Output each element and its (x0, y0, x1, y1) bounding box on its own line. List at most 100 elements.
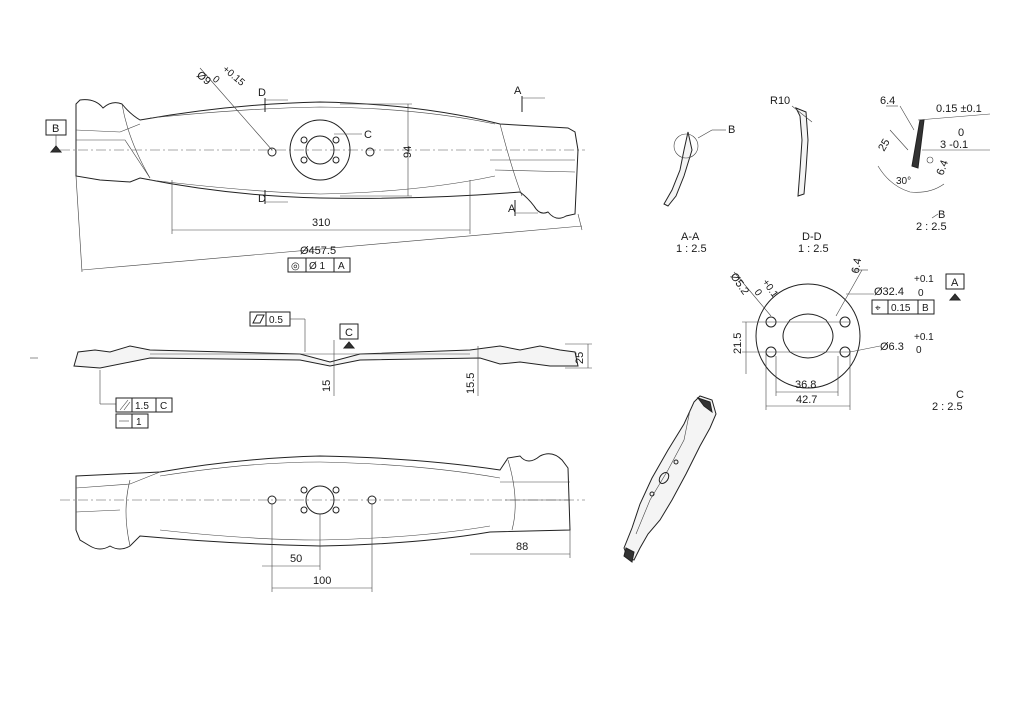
top-view-mount-hole-right (365, 147, 375, 157)
bottom-view-inner-bottom (159, 525, 491, 541)
detail-c-dim-64: 6.4 (850, 257, 864, 274)
top-view-small-hole (300, 156, 308, 164)
detail-b-dim-25: 25 (876, 137, 893, 154)
bottom-view: 50 100 88 (60, 453, 585, 592)
section-d-label-top: D (258, 87, 266, 99)
isometric-mount-hole (649, 491, 655, 497)
dim-100-label: 100 (313, 575, 331, 587)
isometric-view (623, 395, 717, 563)
concentricity-datum-cell (333, 257, 351, 273)
detail-b-6.4-leader (899, 105, 915, 131)
datum-b-label: B (52, 123, 59, 135)
section-dd-radius-leader (791, 105, 813, 123)
detail-b-profile (911, 119, 925, 169)
detail-b-dim-64: 6.4 (880, 95, 895, 107)
bottom-view-small-hole (300, 486, 308, 494)
detail-c-datum-a-box (945, 273, 965, 290)
detail-b-25-leader (889, 129, 909, 151)
top-view-center-hole (305, 135, 335, 165)
detail-c-position-datum: B (922, 303, 929, 314)
detail-c-dim-215: 21.5 (732, 333, 744, 354)
detail-c-dia63: Ø6.3 (880, 341, 904, 353)
section-dd: R10 D-D 1 : 2.5 (770, 95, 829, 255)
detail-b-title: B (938, 209, 945, 221)
top-view-inner-edge-bottom (149, 175, 496, 195)
dim-25-label: 25 (574, 352, 586, 364)
top-view-small-hole (300, 136, 308, 144)
dim-15-label: 15 (321, 380, 333, 392)
bottom-view-edge-1 (75, 471, 161, 489)
top-view-edge-line-2 (76, 139, 151, 179)
flatness-symbol-cell (249, 311, 267, 327)
dim-94-label: 94 (402, 146, 414, 158)
bottom-view-edge-2 (75, 509, 121, 513)
runout-value: 1.5 (135, 401, 149, 412)
detail-c-64-leader (835, 269, 863, 317)
detail-c-outer-circle (755, 283, 861, 389)
detail-c-dia63-leader (849, 345, 881, 353)
detail-b-angle-30: 30° (896, 176, 911, 187)
detail-c-dia324-tol-lower: 0 (918, 288, 924, 299)
detail-b-dim-015: 0.15 ±0.1 (936, 103, 982, 115)
detail-c-title: C (956, 389, 964, 401)
top-view-edge-line-1 (75, 123, 141, 133)
section-aa: B A-A 1 : 2.5 (663, 124, 735, 255)
top-view: Ø9 +0.15 0 D D A A B C 94 310 (45, 64, 585, 273)
dim-50-label: 50 (290, 553, 302, 565)
detail-b-scale: 2 : 2.5 (916, 221, 947, 233)
detail-b-dim-64b: 6.4 (935, 159, 952, 177)
detail-c-dia63-tol-upper: +0.1 (914, 332, 934, 343)
detail-c-datum-a: A (951, 277, 959, 289)
detail-b-0.15-line (917, 113, 991, 121)
detail-b: 6.4 0.15 ±0.1 25 0 3 -0.1 30° 6.4 B 2 : … (876, 95, 991, 233)
section-dd-scale: 1 : 2.5 (798, 243, 829, 255)
bottom-view-small-hole (332, 506, 340, 514)
bottom-view-bevel-left (125, 479, 131, 547)
top-view-edge-line-4 (494, 169, 576, 173)
label-c: C (364, 129, 372, 141)
dia-hole-leader (199, 67, 273, 151)
detail-c-center-hole (782, 313, 834, 359)
datum-c-label: C (345, 327, 353, 339)
bottom-view-bevel-right (507, 459, 516, 531)
datum-c-box (339, 323, 359, 340)
dim-457-label: Ø457.5 (300, 245, 336, 257)
detail-b-point (926, 156, 934, 164)
detail-b-dim-3: 3 -0.1 (940, 139, 968, 151)
isometric-center-hole (658, 472, 670, 484)
dim-155-label: 15.5 (465, 373, 477, 394)
detail-c-dim-427: 42.7 (796, 394, 817, 406)
bottom-view-blade-outline (75, 453, 571, 550)
detail-c-position-datum-cell (917, 299, 935, 315)
top-view-blade-outline (75, 99, 579, 219)
concentricity-value: Ø 1 (309, 261, 326, 272)
detail-c-dia63-tol-lower: 0 (916, 345, 922, 356)
detail-c-position-symbol: ⌖ (875, 303, 881, 314)
dim-457-ext-left (75, 175, 83, 273)
dia-hole-tol-upper: +0.15 (220, 64, 247, 89)
section-dd-title: D-D (802, 231, 822, 243)
isometric-tip-bottom (623, 547, 635, 563)
top-view-bevel-left (121, 103, 151, 179)
top-view-bevel-right (499, 123, 523, 197)
top-view-inner-edge-top (149, 106, 496, 125)
dim-457-ext-right (577, 213, 583, 231)
flatness-value: 0.5 (269, 315, 283, 326)
top-view-small-hole (332, 136, 340, 144)
section-aa-detail-circle (673, 133, 699, 159)
detail-b-dim-3-upper: 0 (958, 127, 964, 139)
straightness-value-cell (131, 413, 149, 429)
section-aa-profile (663, 131, 693, 207)
isometric-blade (623, 395, 717, 561)
section-d-label-bottom: D (258, 193, 266, 205)
detail-c-dia324-tol-upper: +0.1 (914, 274, 934, 285)
bottom-view-small-hole (300, 506, 308, 514)
detail-c-datum-a-triangle (948, 293, 962, 301)
dim-310-label: 310 (312, 217, 330, 229)
detail-c: Ø5.2 +0.1 0 6.4 +0.1 Ø32.4 0 A ⌖ 0.15 B … (728, 257, 965, 413)
runout-symbol (119, 399, 131, 411)
section-aa-title: A-A (681, 231, 700, 243)
section-aa-detail-leader (697, 129, 713, 139)
isometric-mount-hole (673, 459, 679, 465)
